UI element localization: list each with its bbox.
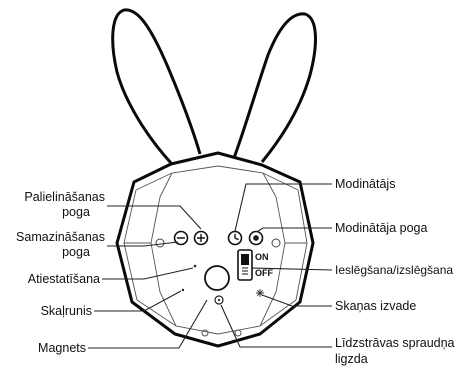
label-dc-socket-line1: Līdzstrāvas spraudņa: [335, 336, 455, 350]
switch-on-label: ON: [255, 252, 269, 262]
switch-off-label: OFF: [255, 268, 273, 278]
label-power-switch: Ieslēgšana/izslēgšana: [335, 263, 453, 277]
leader-reset: [102, 268, 193, 279]
label-volume-up-line1: Palielināšanas: [24, 190, 105, 204]
alarm-light-button[interactable]: [250, 232, 263, 245]
bottom-screw-left: [202, 330, 208, 336]
screw-hole-left: [156, 239, 164, 247]
leader-alarm-button: [258, 228, 332, 231]
label-reset: Atiestatīšana: [28, 272, 100, 286]
inner-facet-lines: [124, 166, 307, 334]
label-volume-up-line2: poga: [62, 205, 90, 219]
left-ear: [113, 10, 200, 163]
label-volume-down-line1: Samazināšanas: [16, 230, 105, 244]
leader-dc-socket: [221, 305, 332, 347]
reset-pinhole[interactable]: [194, 265, 197, 268]
bottom-screw-right: [235, 330, 241, 336]
label-alarm-button: Modinātāja poga: [335, 221, 427, 235]
leader-alarm: [235, 184, 332, 231]
power-switch[interactable]: [238, 250, 252, 280]
right-ear: [234, 14, 315, 162]
speaker-grille: [205, 266, 229, 290]
label-alarm: Modinātājs: [335, 177, 395, 191]
label-dc-socket-line2: ligzda: [335, 352, 368, 366]
label-sound-output: Skaņas izvade: [335, 299, 416, 313]
alarm-button[interactable]: [229, 232, 242, 245]
label-speaker: Skaļrunis: [41, 304, 92, 318]
screw-hole-right: [272, 239, 280, 247]
volume-up-button[interactable]: [195, 232, 208, 245]
label-magnet: Magnets: [38, 341, 86, 355]
label-volume-down-line2: poga: [62, 245, 90, 259]
speaker-hole: [182, 289, 184, 291]
